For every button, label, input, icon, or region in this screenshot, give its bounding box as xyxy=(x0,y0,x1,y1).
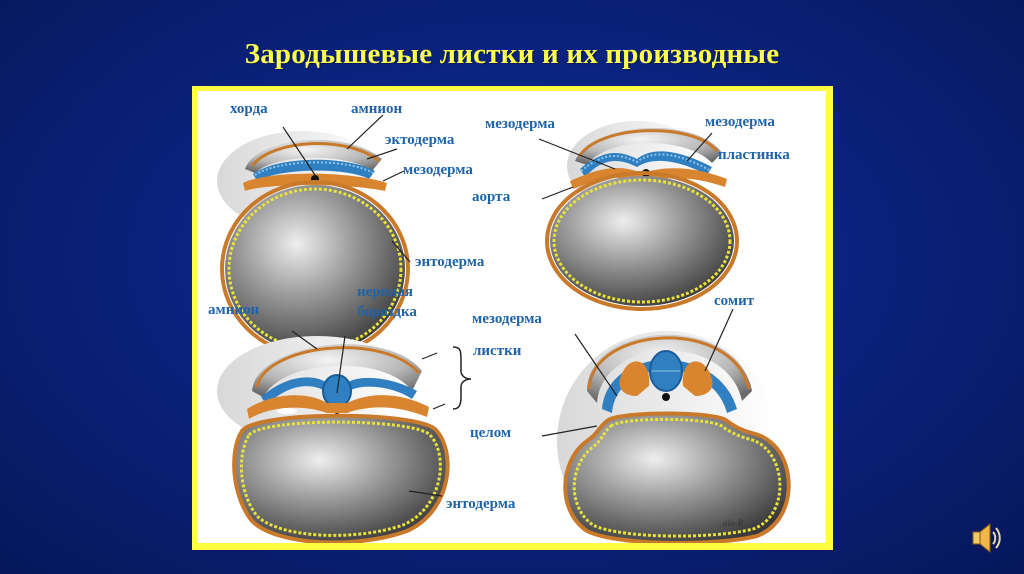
embryo-b xyxy=(545,121,739,311)
embryo-c xyxy=(217,336,450,543)
embryo-a xyxy=(217,131,410,358)
label-coelom: целом xyxy=(470,425,512,441)
embryo-d xyxy=(557,331,791,543)
label-ectoderm: эктодерма xyxy=(385,132,455,148)
figure-frame: хорда амнион эктодерма мезодерма энтодер… xyxy=(192,86,833,550)
label-plate: пластинка xyxy=(718,147,790,163)
leader-lines xyxy=(282,114,734,497)
label-somite: сомит xyxy=(714,293,755,309)
label-mesoderm-d: мезодерма xyxy=(472,311,542,327)
slide-title: Зародышевые листки и их производные xyxy=(244,38,780,70)
label-groove: бороздка xyxy=(357,304,417,320)
label-endoderm-c: энтодерма xyxy=(446,496,516,512)
figure-panel: хорда амнион эктодерма мезодерма энтодер… xyxy=(197,91,826,543)
artist-signature: alo-R xyxy=(723,518,743,528)
label-mesoderm-b2: мезодерма xyxy=(705,114,775,130)
label-mesoderm-b1: мезодерма xyxy=(485,116,555,132)
label-chorda: хорда xyxy=(230,101,268,117)
layers-bracket xyxy=(452,346,472,410)
label-endoderm-a: энтодерма xyxy=(415,254,485,270)
label-mesoderm-a: мезодерма xyxy=(403,162,473,178)
embryo-diagram xyxy=(217,114,791,543)
label-amnion-a: амнион xyxy=(351,101,403,117)
label-amnion-c: амнион xyxy=(208,302,260,318)
label-neural: нервная xyxy=(357,284,414,300)
label-aorta: аорта xyxy=(472,189,511,205)
label-layers: листки xyxy=(473,343,522,359)
speaker-icon[interactable] xyxy=(971,521,1001,555)
